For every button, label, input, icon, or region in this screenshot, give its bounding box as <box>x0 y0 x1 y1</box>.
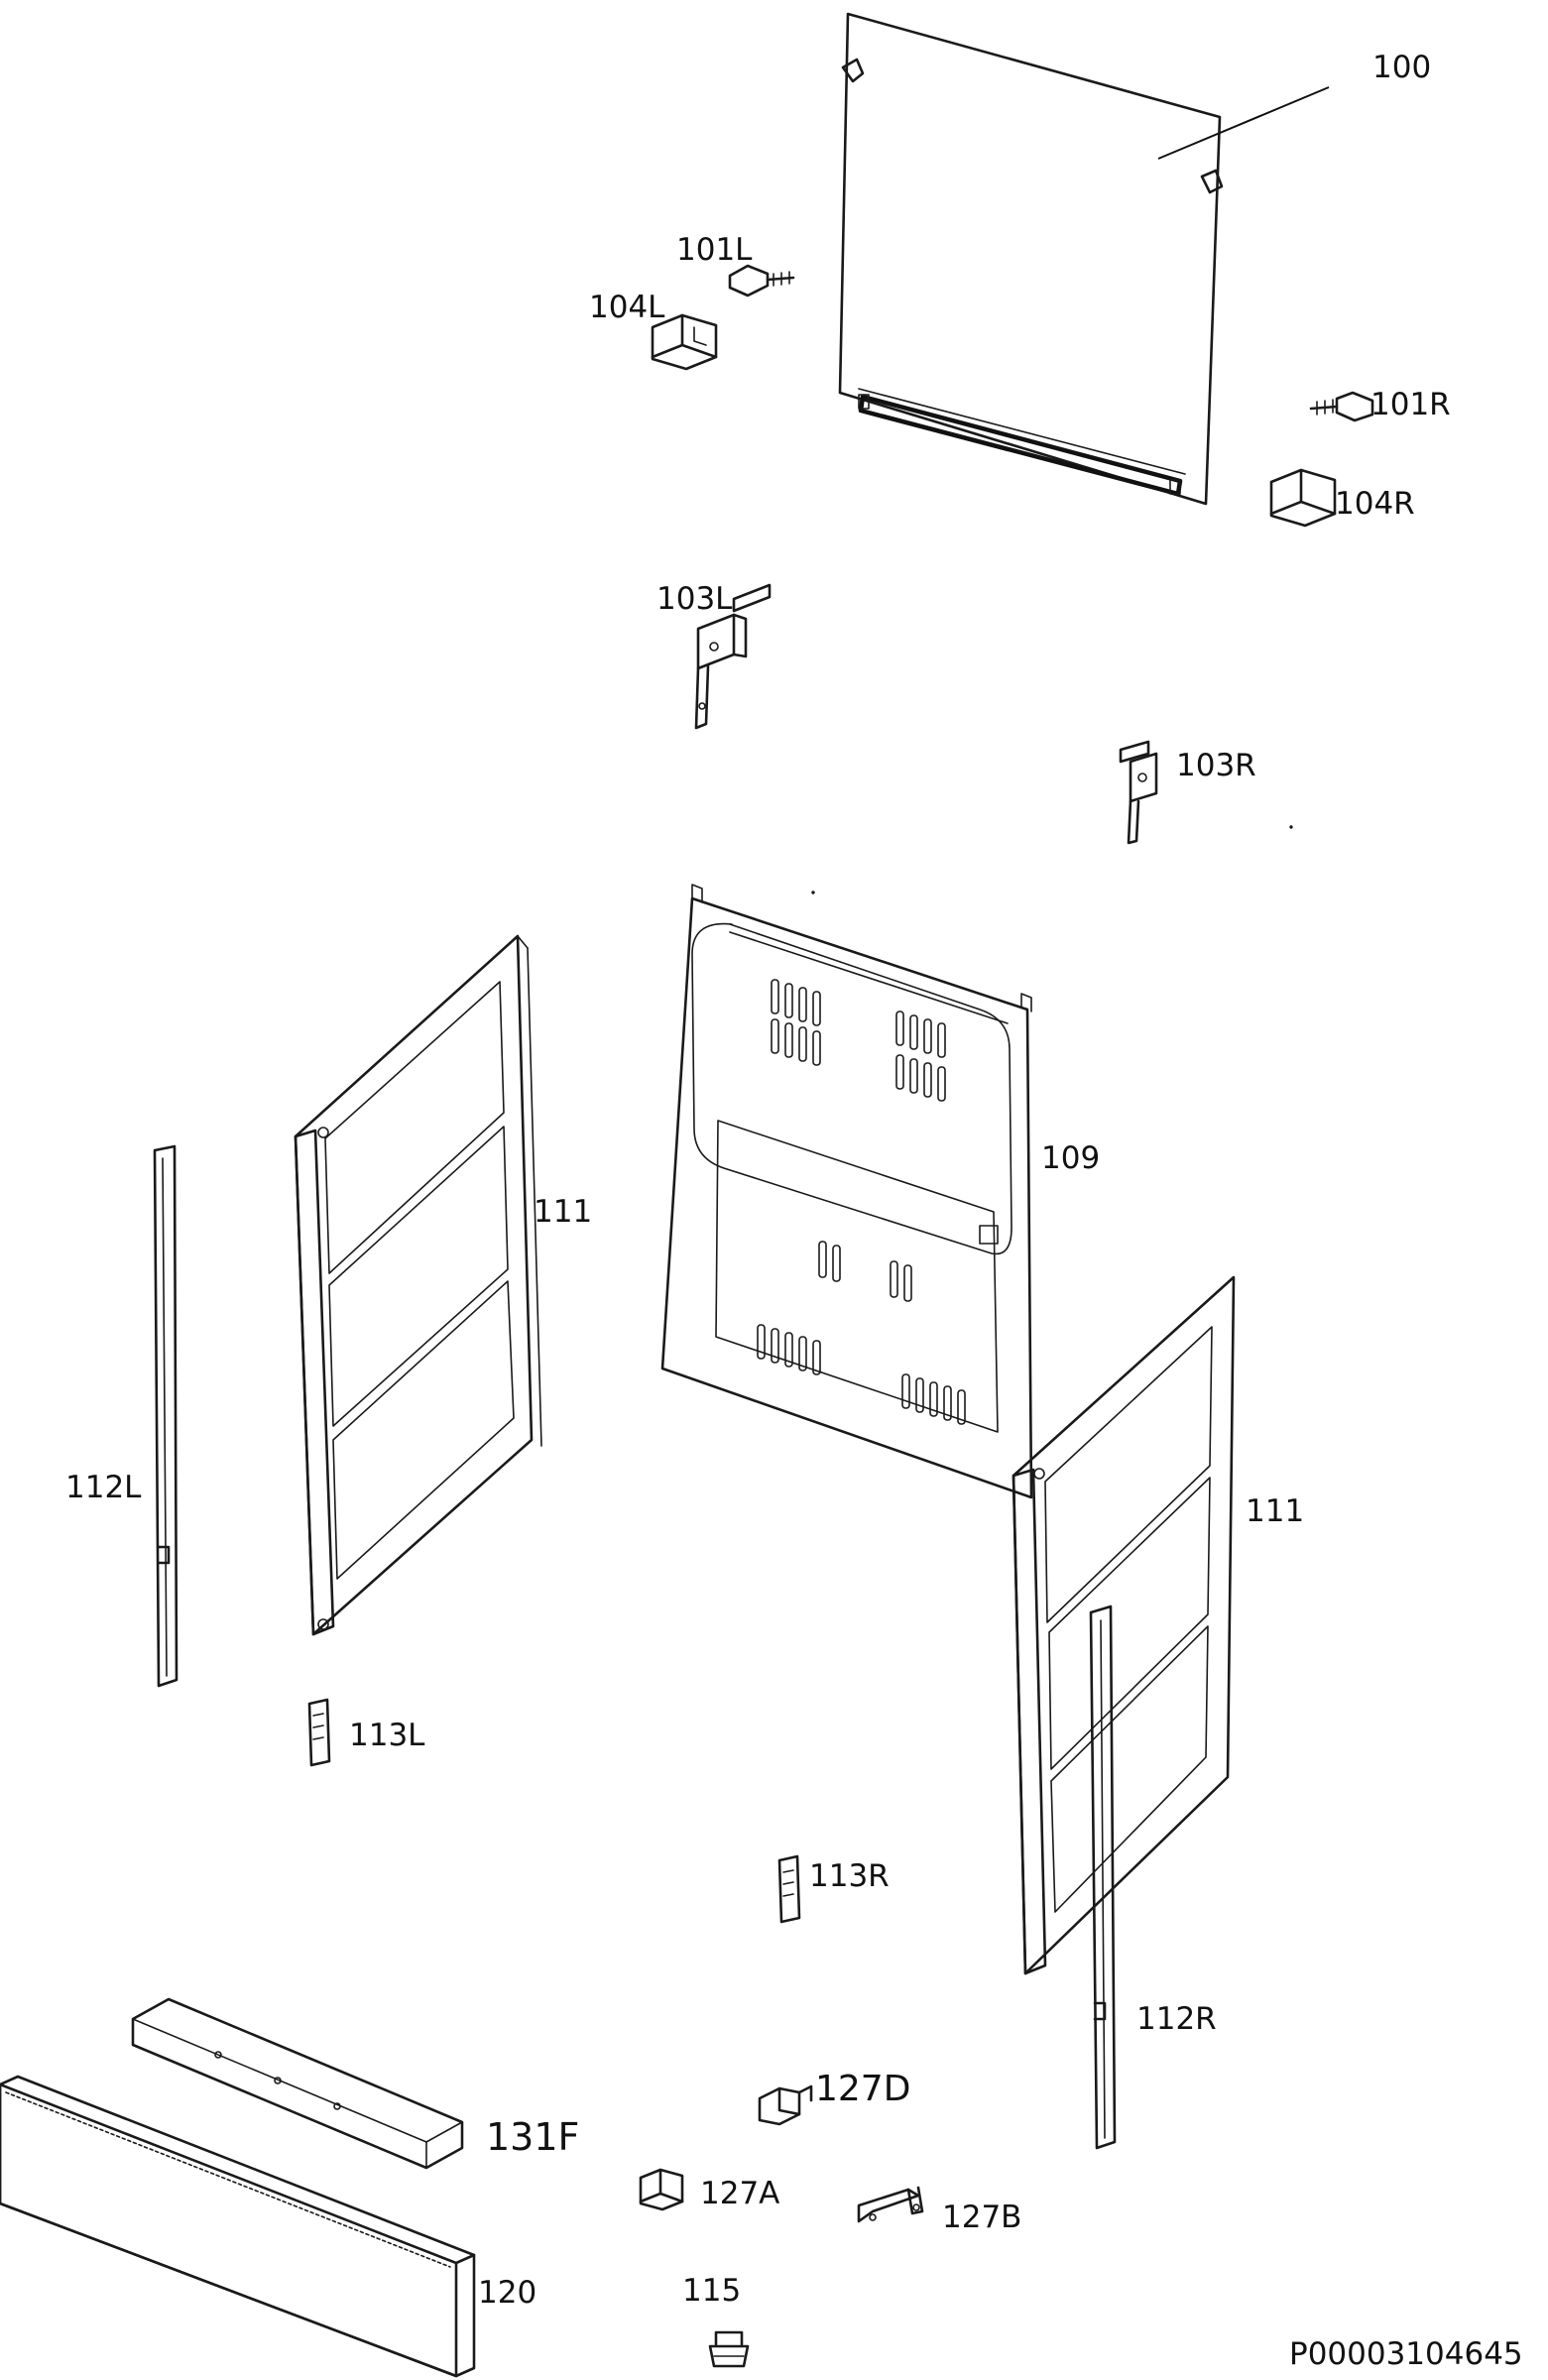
label-103L: 103L <box>656 581 733 617</box>
leader-100 <box>1157 86 1330 160</box>
part-101L-screw <box>728 264 795 298</box>
label-115: 115 <box>682 2273 741 2309</box>
label-120: 120 <box>478 2275 536 2311</box>
label-127D: 127D <box>815 2069 910 2109</box>
label-112R: 112R <box>1136 2001 1217 2037</box>
part-115-foot <box>708 2330 750 2368</box>
part-100-panel <box>838 12 1224 506</box>
label-101L: 101L <box>676 232 753 268</box>
label-111-right: 111 <box>1246 1493 1304 1529</box>
part-127B-bracket <box>857 2186 924 2223</box>
stray-dot <box>811 891 815 894</box>
part-112R-strip <box>1089 1605 1117 2150</box>
label-101R: 101R <box>1370 387 1451 422</box>
label-113R: 113R <box>809 1858 890 1894</box>
vent-slots-upper-left <box>771 979 821 1066</box>
part-104R-block <box>1269 468 1337 528</box>
label-100: 100 <box>1372 50 1431 85</box>
vent-slots-upper-right <box>895 1011 946 1102</box>
part-131F-plinth-bracket <box>131 1997 464 2170</box>
label-113L: 113L <box>349 1718 425 1753</box>
part-112L-strip <box>153 1144 179 1688</box>
drawing-code: P00003104645 <box>1289 2336 1523 2372</box>
stray-dot <box>1289 825 1293 829</box>
label-104L: 104L <box>589 290 665 325</box>
part-103L-bracket <box>694 583 772 730</box>
part-111-right-frame <box>1012 1275 1236 1975</box>
part-127A-block <box>639 2168 684 2211</box>
label-103R: 103R <box>1176 748 1256 783</box>
part-111-left-frame <box>294 934 542 1636</box>
label-127B: 127B <box>942 2200 1021 2235</box>
label-111-left: 111 <box>534 1194 592 1230</box>
vent-slots-middle <box>818 1225 999 1302</box>
part-113R-clip <box>777 1854 801 1924</box>
part-103R-bracket <box>1119 740 1158 845</box>
part-127D-bracket <box>758 2084 813 2126</box>
part-101R-screw <box>1309 391 1374 422</box>
label-131F: 131F <box>486 2115 579 2159</box>
part-109-back-panel <box>660 884 1033 1499</box>
label-109: 109 <box>1041 1140 1100 1176</box>
vent-slots-lower <box>757 1324 966 1425</box>
label-104R: 104R <box>1335 486 1415 522</box>
part-113L-clip <box>307 1698 331 1767</box>
part-120-plinth-panel <box>0 2075 476 2378</box>
label-112L: 112L <box>65 1470 142 1505</box>
label-127A: 127A <box>700 2176 779 2211</box>
part-104L-block <box>651 313 718 371</box>
